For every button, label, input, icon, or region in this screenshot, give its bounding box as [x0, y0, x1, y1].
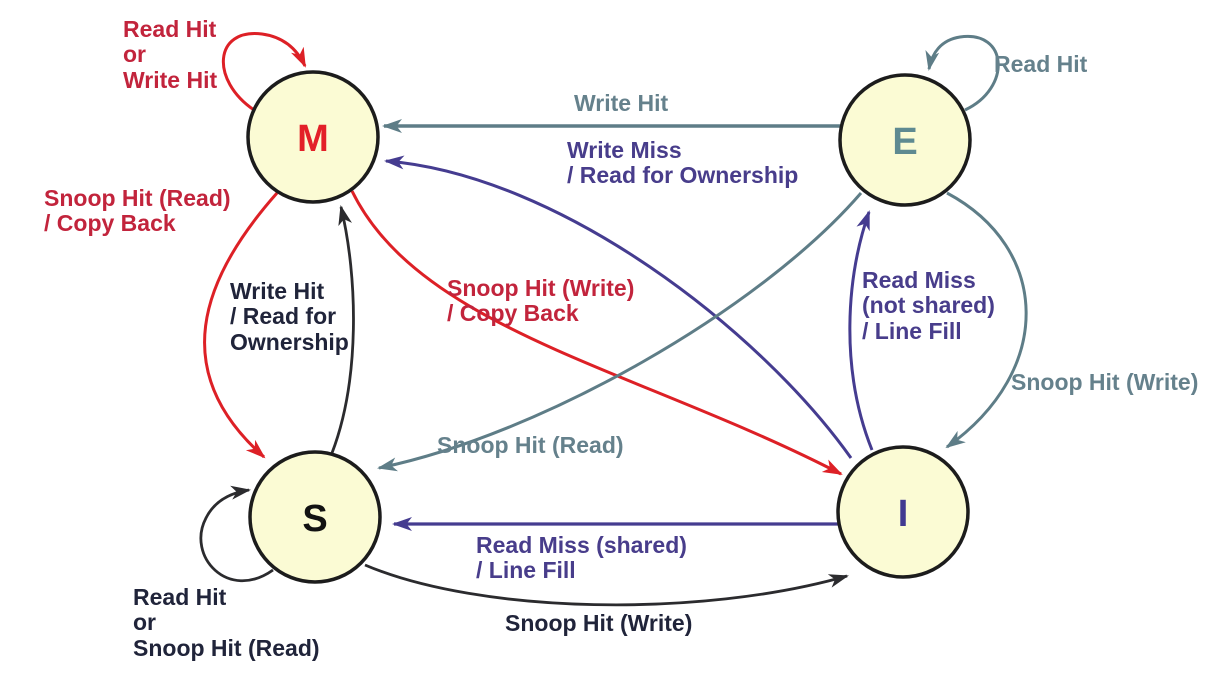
arrow-e-to-s [377, 192, 863, 472]
arrow-e-self-loop [925, 34, 1000, 112]
label-e-to-m-write-hit: Write Hit [574, 90, 669, 116]
label-i-to-s-read-miss-shared: Read Miss (shared) / Line Fill [476, 532, 687, 584]
state-node-exclusive [838, 73, 972, 207]
arrow-s-self-loop [199, 485, 274, 583]
state-letter-m: M [297, 118, 329, 160]
label-e-to-s-snoop-hit-read: Snoop Hit (Read) [437, 432, 624, 458]
state-letter-s: S [302, 498, 327, 540]
label-s-self-read-hit-snoop: Read Hit or Snoop Hit (Read) [133, 584, 320, 661]
arrow-s-to-m [330, 205, 355, 454]
label-s-to-i-snoop-hit-write: Snoop Hit (Write) [505, 610, 693, 636]
label-i-to-m-write-miss: Write Miss / Read for Ownership [567, 137, 799, 189]
arrow-m-to-s [203, 192, 279, 459]
state-letter-i: I [898, 493, 909, 535]
state-node-modified [246, 70, 380, 204]
arrow-s-to-i [364, 563, 849, 607]
label-m-self-read-or-write-hit: Read Hit or Write Hit [123, 16, 218, 93]
label-s-to-m-write-hit: Write Hit / Read for Ownership [230, 278, 349, 355]
arrow-e-to-i [945, 191, 1028, 449]
state-letter-e: E [892, 121, 917, 163]
arrow-m-to-i [350, 190, 843, 476]
arrow-m-self-loop [221, 32, 307, 112]
state-node-shared [248, 450, 382, 584]
label-m-to-s-snoop-hit-read: Snoop Hit (Read) / Copy Back [44, 185, 231, 237]
label-e-self-read-hit: Read Hit [994, 51, 1088, 77]
label-m-to-i-snoop-hit-write: Snoop Hit (Write) / Copy Back [447, 275, 635, 327]
label-e-to-i-snoop-hit-write: Snoop Hit (Write) [1011, 369, 1199, 395]
state-node-invalid [836, 445, 970, 579]
arrow-i-to-m [384, 155, 853, 459]
label-i-to-e-read-miss: Read Miss (not shared) / Line Fill [862, 267, 995, 344]
arrow-i-to-e [848, 210, 874, 451]
